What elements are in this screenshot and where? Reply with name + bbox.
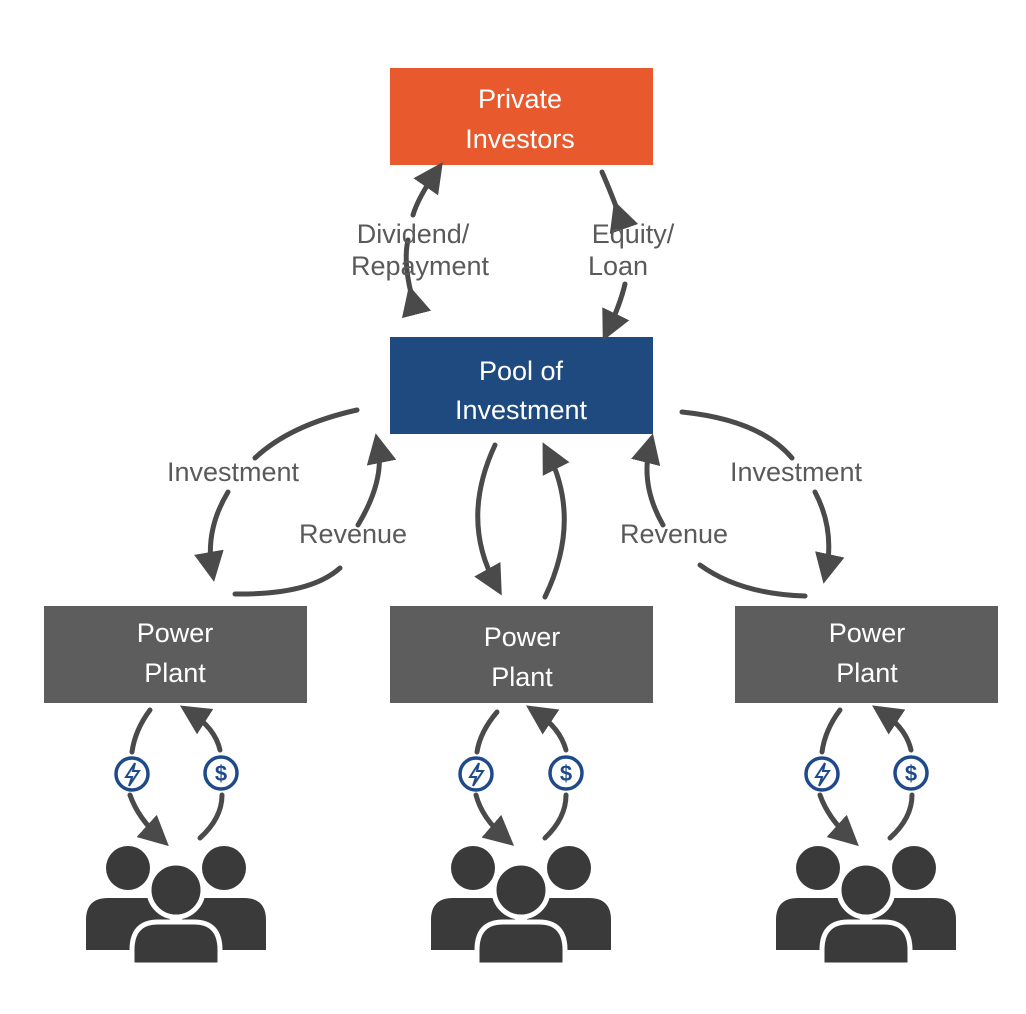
people-group-icon <box>431 846 611 965</box>
people-group-icon <box>86 846 266 965</box>
equity-label-1: Equity/ <box>592 219 675 249</box>
consumer-flow-right: $ <box>776 705 956 965</box>
power-plant-box-right <box>735 606 998 703</box>
investment-label-right: Investment <box>730 457 863 487</box>
revenue-label-right: Revenue <box>620 519 728 549</box>
equity-loan-arrow <box>602 281 630 341</box>
power-plant-left-label-2: Plant <box>144 658 206 688</box>
power-plant-left-label-1: Power <box>137 618 214 648</box>
private-investors-box <box>390 68 653 165</box>
investment-label-left: Investment <box>167 457 300 487</box>
dollar-coin-icon: $ <box>203 755 239 791</box>
dollar-coin-icon: $ <box>548 755 584 791</box>
power-plant-right-label-1: Power <box>829 618 906 648</box>
dollar-glyph: $ <box>905 761 917 786</box>
dollar-glyph: $ <box>560 761 572 786</box>
dividend-repayment-arrow <box>401 237 432 319</box>
consumer-flow-left: $ <box>86 705 266 965</box>
revenue-arrow-left-upper <box>355 433 397 528</box>
investment-arrow-right-lower <box>812 489 845 584</box>
lightning-bolt-icon <box>804 756 840 792</box>
investment-arrow-left <box>252 407 360 461</box>
pool-label-2: Investment <box>455 395 588 425</box>
power-plant-box-center <box>390 606 653 703</box>
lightning-bolt-icon <box>458 756 494 792</box>
revenue-arrow-right-upper <box>631 433 666 528</box>
revenue-arrow-right <box>697 562 808 599</box>
investment-arrow-left-lower <box>194 489 231 582</box>
power-plant-box-left <box>44 606 307 703</box>
dividend-label-1: Dividend/ <box>357 219 470 249</box>
power-plant-center-label-2: Plant <box>491 662 553 692</box>
revenue-label-left: Revenue <box>299 519 407 549</box>
dollar-coin-icon: $ <box>893 755 929 791</box>
equity-label-2: Loan <box>588 251 648 281</box>
dividend-repayment-arrow-upper <box>410 162 443 218</box>
investment-arrow-right <box>679 409 795 461</box>
private-investors-label-2: Investors <box>465 124 575 154</box>
consumer-flow-center: $ <box>431 705 611 965</box>
investment-arrow-center <box>474 442 502 596</box>
lightning-bolt-icon <box>114 756 150 792</box>
dollar-glyph: $ <box>215 761 227 786</box>
revenue-arrow-left <box>232 565 343 597</box>
power-plant-right-label-2: Plant <box>836 658 898 688</box>
dividend-label-2: Repayment <box>351 251 490 281</box>
pool-of-investment-box <box>390 337 653 434</box>
private-investors-label-1: Private <box>478 84 562 114</box>
people-group-icon <box>776 846 956 965</box>
pool-label-1: Pool of <box>479 356 564 386</box>
equity-loan-arrow-upper <box>599 169 639 234</box>
power-plant-center-label-1: Power <box>484 622 561 652</box>
revenue-arrow-center <box>542 442 570 600</box>
